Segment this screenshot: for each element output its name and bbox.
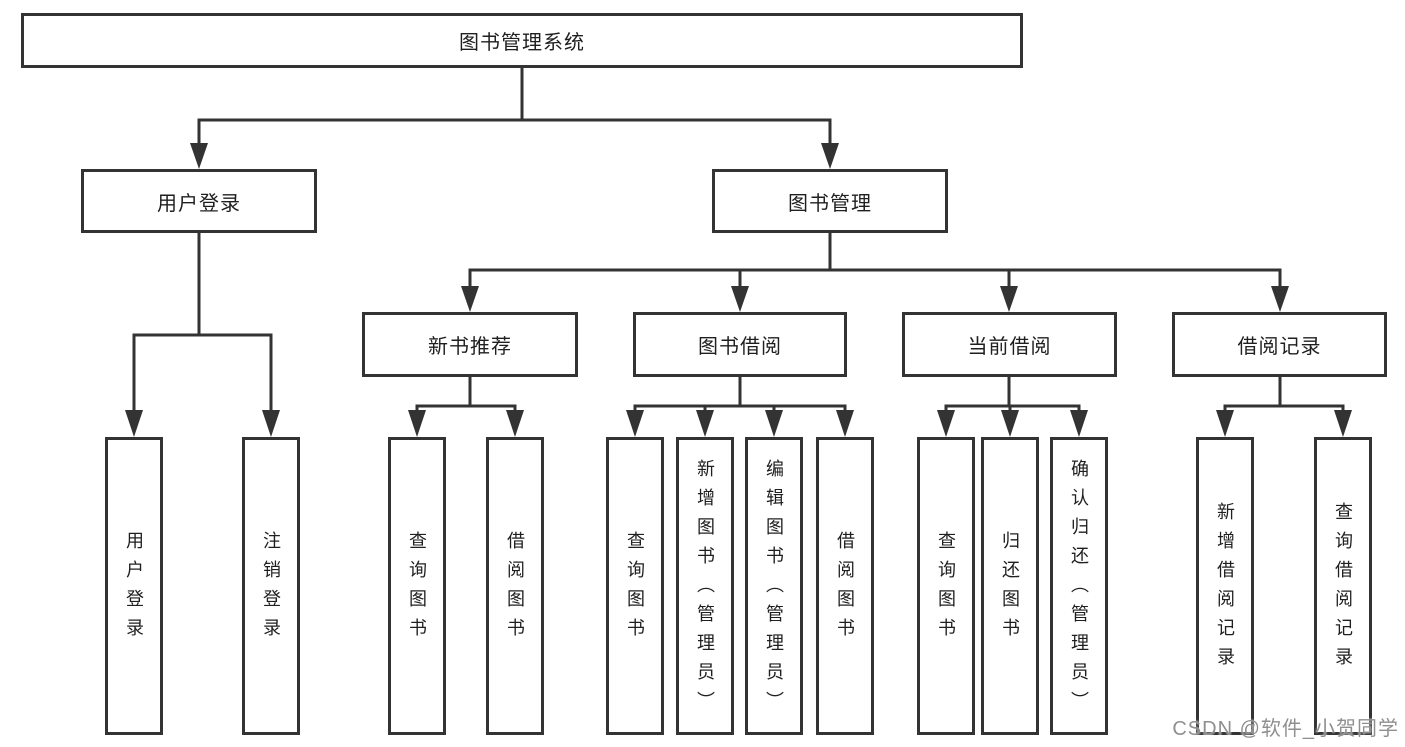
node-leaf-add-books-admin: 新增图书（管理员） [676, 437, 734, 735]
node-leaf-query-books-current: 查询图书 [917, 437, 975, 735]
node-root-library-management-system: 图书管理系统 [21, 13, 1023, 68]
csdn-watermark: CSDN @软件_小贺同学 [1172, 718, 1399, 740]
node-leaf-query-books-borrowing: 查询图书 [606, 437, 664, 735]
node-current-borrowing: 当前借阅 [902, 312, 1117, 377]
node-user-login: 用户登录 [81, 169, 317, 233]
node-leaf-borrow-books: 借阅图书 [816, 437, 874, 735]
node-leaf-user-login: 用户登录 [105, 437, 163, 735]
node-leaf-confirm-return-admin: 确认归还（管理员） [1050, 437, 1108, 735]
node-leaf-borrow-books-recommend: 借阅图书 [486, 437, 544, 735]
node-leaf-edit-books-admin: 编辑图书（管理员） [745, 437, 803, 735]
node-book-borrowing: 图书借阅 [633, 312, 847, 377]
node-leaf-add-borrow-record: 新增借阅记录 [1196, 437, 1254, 735]
node-leaf-query-books-recommend: 查询图书 [388, 437, 446, 735]
node-leaf-query-borrow-record: 查询借阅记录 [1314, 437, 1372, 735]
node-borrowing-records: 借阅记录 [1172, 312, 1387, 377]
node-book-management: 图书管理 [712, 169, 948, 233]
node-new-book-recommendation: 新书推荐 [362, 312, 578, 377]
node-leaf-logout: 注销登录 [242, 437, 300, 735]
node-leaf-return-books: 归还图书 [981, 437, 1039, 735]
